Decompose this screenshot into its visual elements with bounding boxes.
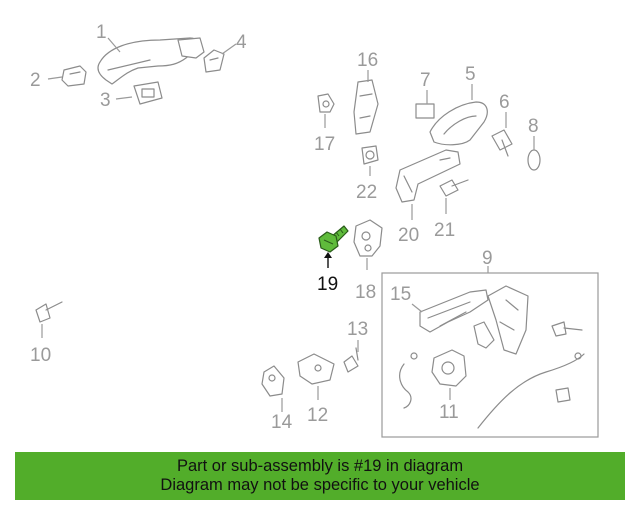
- callout-1: 1: [96, 22, 107, 43]
- info-banner: Part or sub-assembly is #19 in diagram D…: [15, 452, 625, 500]
- part-11-latch[interactable]: [431, 349, 467, 387]
- part-6-screw[interactable]: [491, 129, 513, 157]
- callout-12: 12: [307, 405, 328, 426]
- cable-left: [399, 363, 412, 409]
- callout-22: 22: [356, 182, 377, 203]
- callout-2: 2: [30, 70, 41, 91]
- leader-2: [47, 76, 63, 80]
- callout-20: 20: [398, 225, 419, 246]
- callout-4: 4: [236, 32, 247, 53]
- callout-18: 18: [355, 282, 376, 303]
- part-2-cylinder-cap[interactable]: [61, 65, 87, 87]
- banner-line-1: Part or sub-assembly is #19 in diagram: [176, 457, 464, 475]
- part-box-clip[interactable]: [555, 387, 571, 403]
- leader-15: [411, 303, 423, 313]
- callout-10: 10: [30, 345, 51, 366]
- leader-1: [107, 37, 121, 53]
- callout-15: 15: [390, 284, 411, 305]
- part-10-bolt[interactable]: [35, 301, 63, 323]
- part-1-outside-handle[interactable]: [97, 37, 205, 85]
- callout-16: 16: [357, 50, 378, 71]
- part-14-plate[interactable]: [261, 365, 285, 397]
- parts-diagram: 1 2 3 4 16 17 7 5: [30, 22, 599, 438]
- part-5-inside-handle[interactable]: [429, 101, 488, 146]
- leader-19-arrow: [324, 252, 332, 258]
- callout-8: 8: [528, 116, 539, 137]
- callout-17: 17: [314, 134, 335, 155]
- part-12-hinge[interactable]: [297, 353, 335, 385]
- part-19-bolt[interactable]: [318, 225, 349, 253]
- part-20-door-check[interactable]: [395, 149, 461, 203]
- part-4-gasket[interactable]: [203, 49, 225, 73]
- callout-7: 7: [420, 70, 431, 91]
- part-15-actuator[interactable]: [419, 285, 529, 355]
- callout-14: 14: [271, 412, 293, 433]
- part-16-bracket[interactable]: [353, 79, 379, 135]
- leader-4: [221, 43, 237, 55]
- part-13-pin[interactable]: [343, 347, 359, 373]
- part-box-screw[interactable]: [551, 321, 583, 337]
- part-22-grommet[interactable]: [361, 145, 379, 165]
- cable-right: [477, 353, 585, 429]
- callout-9: 9: [482, 248, 493, 269]
- banner-line-2: Diagram may not be specific to your vehi…: [160, 476, 480, 494]
- part-8-o-ring[interactable]: [527, 149, 541, 171]
- callout-13: 13: [347, 319, 368, 340]
- part-3-gasket[interactable]: [133, 81, 163, 105]
- callout-19: 19: [317, 274, 338, 295]
- part-21-bolt[interactable]: [439, 179, 469, 197]
- callout-6: 6: [499, 92, 510, 113]
- callout-11: 11: [439, 402, 459, 423]
- callout-21: 21: [434, 220, 455, 241]
- part-7-pad[interactable]: [415, 103, 435, 119]
- subassembly-9-box: [381, 272, 599, 438]
- part-17-clip[interactable]: [317, 93, 335, 113]
- part-18-hinge[interactable]: [353, 219, 383, 257]
- leader-3: [115, 96, 133, 100]
- callout-5: 5: [465, 64, 476, 85]
- callout-3: 3: [100, 90, 111, 111]
